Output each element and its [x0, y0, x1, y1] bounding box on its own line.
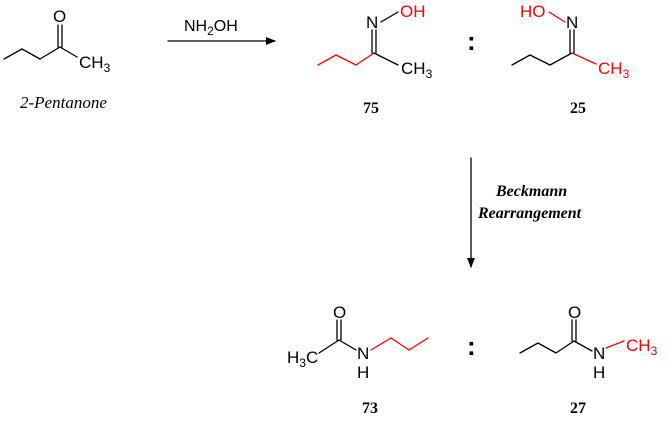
bond	[537, 342, 557, 354]
methyl-label: CH3	[79, 53, 111, 75]
methyl-label: CH3	[598, 59, 630, 81]
bond	[59, 46, 78, 58]
bond	[39, 46, 61, 60]
condition-line-1: Beckmann	[495, 183, 567, 200]
n-o-bond-highlight	[548, 11, 566, 23]
bond	[373, 52, 399, 66]
ratio-separator: :	[467, 26, 476, 56]
molecule-2-pentanone: O CH3 2-Pentanone	[3, 7, 111, 112]
oxygen-atom: O	[568, 303, 581, 322]
bond	[519, 342, 539, 354]
bond-highlight	[390, 337, 410, 351]
molecule-oxime-25: N HO CH3 25	[511, 2, 630, 117]
methyl-label: CH3	[626, 336, 658, 358]
bond-highlight	[317, 54, 337, 66]
compound-number: 25	[570, 100, 586, 117]
bond	[573, 340, 593, 352]
nitrogen-atom: N	[357, 344, 369, 363]
hydrogen-atom: H	[593, 363, 605, 382]
bond-highlight	[571, 52, 597, 65]
hydroxyl-label: HO	[520, 2, 546, 21]
oxygen-atom: O	[333, 303, 346, 322]
molecule-amide-27: O N H CH3 27	[519, 303, 658, 417]
bond-highlight	[605, 340, 625, 349]
bond	[529, 54, 551, 66]
n-o-bond	[380, 11, 399, 23]
condition-line-2: Rearrangement	[477, 205, 582, 222]
nitrogen-atom: N	[593, 344, 605, 363]
compound-name: 2-Pentanone	[20, 93, 107, 112]
compound-number: 73	[362, 400, 378, 417]
hydroxyl-label: OH	[400, 2, 426, 21]
methyl-label: CH3	[401, 59, 433, 81]
bond	[21, 48, 41, 60]
bond-highlight	[408, 337, 429, 351]
bond	[3, 48, 23, 60]
nitrogen-atom: N	[566, 13, 578, 32]
bond	[318, 339, 340, 354]
bond-highlight	[370, 337, 392, 351]
hydrogen-atom: H	[357, 363, 369, 382]
compound-number: 27	[570, 400, 586, 417]
oxygen-atom: O	[53, 7, 66, 26]
compound-number: 75	[363, 100, 379, 117]
bond-highlight	[335, 54, 357, 66]
bond	[555, 340, 575, 354]
reagent-arrow: NH2OH	[167, 18, 276, 45]
bond	[549, 52, 573, 66]
bond	[338, 339, 357, 351]
bond-highlight	[355, 52, 375, 66]
molecule-amide-73: H3C O N H 73	[287, 303, 429, 417]
molecule-oxime-75: N OH CH3 75	[317, 2, 433, 117]
reagent-label: NH2OH	[184, 18, 238, 38]
rearrangement-arrow: Beckmann Rearrangement	[467, 157, 582, 268]
bond	[511, 54, 531, 66]
nitrogen-atom: N	[366, 13, 378, 32]
ratio-separator: :	[467, 331, 476, 361]
methyl-label: H3C	[287, 348, 318, 370]
